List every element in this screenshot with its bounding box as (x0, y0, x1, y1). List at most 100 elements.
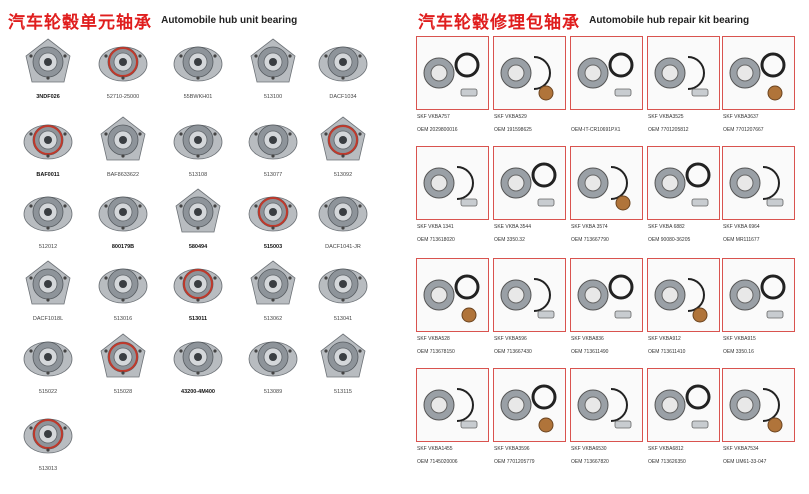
part-number: 800179B (111, 244, 135, 250)
left-title-en: Automobile hub unit bearing (161, 15, 298, 26)
hub-bearing-image (317, 114, 369, 170)
skf-number: SKF VKBA6530 (571, 446, 607, 452)
repair-kit-icon (729, 388, 783, 433)
oem-number: OEM 3350.32 (494, 237, 525, 243)
repair-kit-icon (577, 274, 634, 319)
repair-kit-image (647, 368, 720, 442)
hub-bearing-item: 43200-4M400 (160, 325, 236, 415)
repair-kit-icon (654, 56, 709, 97)
oem-number: OEM 713611490 (571, 349, 609, 355)
skf-number: SKF VKBA7534 (723, 446, 759, 452)
hub-bearing-item: BAF0011 (10, 108, 86, 198)
part-number: 515028 (113, 389, 133, 395)
part-number: 55BWKH01 (183, 94, 213, 100)
part-number: 580494 (188, 244, 208, 250)
repair-kit-icon (577, 52, 634, 97)
hub-bearing-icon (248, 124, 298, 160)
repair-kit-image (493, 146, 566, 220)
hub-bearing-icon (250, 38, 296, 83)
hub-bearing-icon (175, 188, 221, 233)
skf-number: SKF VKBA3525 (648, 114, 684, 120)
skf-number: SKF VKBA1455 (417, 446, 453, 452)
repair-kit-image (493, 258, 566, 332)
hub-bearing-item: 800179B (85, 180, 161, 270)
hub-bearing-image (317, 258, 369, 314)
part-number: 43200-4M400 (181, 389, 215, 395)
hub-bearing-icon (248, 196, 298, 232)
hub-bearing-image (317, 36, 369, 92)
hub-bearing-icon (23, 196, 73, 232)
skf-number: SKF VKBA3637 (723, 114, 759, 120)
skf-number: SKF VKBA6812 (648, 446, 684, 452)
hub-bearing-image (317, 186, 369, 242)
part-number: 515022 (38, 389, 58, 395)
hub-bearing-icon (23, 124, 73, 160)
hub-bearing-icon (320, 116, 366, 161)
oem-number: OEM 713667790 (571, 237, 609, 243)
part-number: 513108 (188, 172, 208, 178)
skf-number: SKF VKBA 1341 (417, 224, 454, 230)
hub-bearing-item: 513092 (305, 108, 381, 198)
hub-bearing-item: 55BWKH01 (160, 30, 236, 120)
repair-kit-image (493, 368, 566, 442)
part-number: 513077 (263, 172, 283, 178)
hub-bearing-image (97, 36, 149, 92)
repair-kit-image (647, 36, 720, 110)
left-title-zh: 汽车轮毂单元轴承 (8, 13, 152, 33)
hub-bearing-image (247, 258, 299, 314)
repair-kit-icon (500, 56, 554, 101)
hub-bearing-image (247, 36, 299, 92)
oem-number: OEM 90080-36205 (648, 237, 691, 243)
hub-bearing-image (172, 258, 224, 314)
part-number: DACF1034 (329, 94, 357, 100)
repair-kit-image (416, 368, 489, 442)
hub-bearing-icon (98, 268, 148, 304)
oem-number: OEM 7701205812 (648, 127, 689, 133)
skf-number: SKF VKBA 6882 (648, 224, 685, 230)
oem-number: OEM 713667820 (571, 459, 609, 465)
hub-bearing-item: 513011 (160, 252, 236, 342)
hub-bearing-image (22, 114, 74, 170)
hub-bearing-icon (25, 260, 71, 305)
repair-kit-icon (577, 166, 631, 211)
hub-bearing-icon (318, 46, 368, 82)
part-number: DACF1018L (32, 316, 64, 322)
part-number: 513089 (263, 389, 283, 395)
repair-kit-image (493, 36, 566, 110)
right-title-zh: 汽车轮毂修理包轴承 (418, 13, 580, 33)
hub-bearing-grid: 3NDF026 52710-25000 55BWKH01 513100 (0, 30, 400, 490)
part-number: BAF8633622 (106, 172, 140, 178)
skf-number: SKF VKBA596 (494, 336, 527, 342)
hub-bearing-item: 515028 (85, 325, 161, 415)
repair-kit-image (722, 368, 795, 442)
part-number: BAF0011 (36, 172, 60, 178)
oem-number: OEM 713626350 (648, 459, 686, 465)
hub-bearing-icon (318, 268, 368, 304)
hub-bearing-icon (248, 341, 298, 377)
right-panel-title: 汽车轮毂修理包轴承 Automobile hub repair kit bear… (418, 8, 749, 33)
repair-kit-image (647, 258, 720, 332)
repair-kit-icon (500, 384, 557, 433)
hub-bearing-icon (23, 418, 73, 454)
hub-bearing-item: 512012 (10, 180, 86, 270)
repair-kit-item: OEM-IT-CR10691PX1 (570, 36, 643, 154)
oem-number: OEM 7701207667 (723, 127, 764, 133)
repair-kit-icon (654, 384, 711, 429)
repair-kit-icon (654, 162, 711, 207)
hub-bearing-item: 515022 (10, 325, 86, 415)
hub-bearing-icon (320, 333, 366, 378)
hub-bearing-item: 513089 (235, 325, 311, 415)
part-number: 513062 (263, 316, 283, 322)
skf-number: SKF VKBA 6964 (723, 224, 760, 230)
hub-bearing-image (22, 258, 74, 314)
